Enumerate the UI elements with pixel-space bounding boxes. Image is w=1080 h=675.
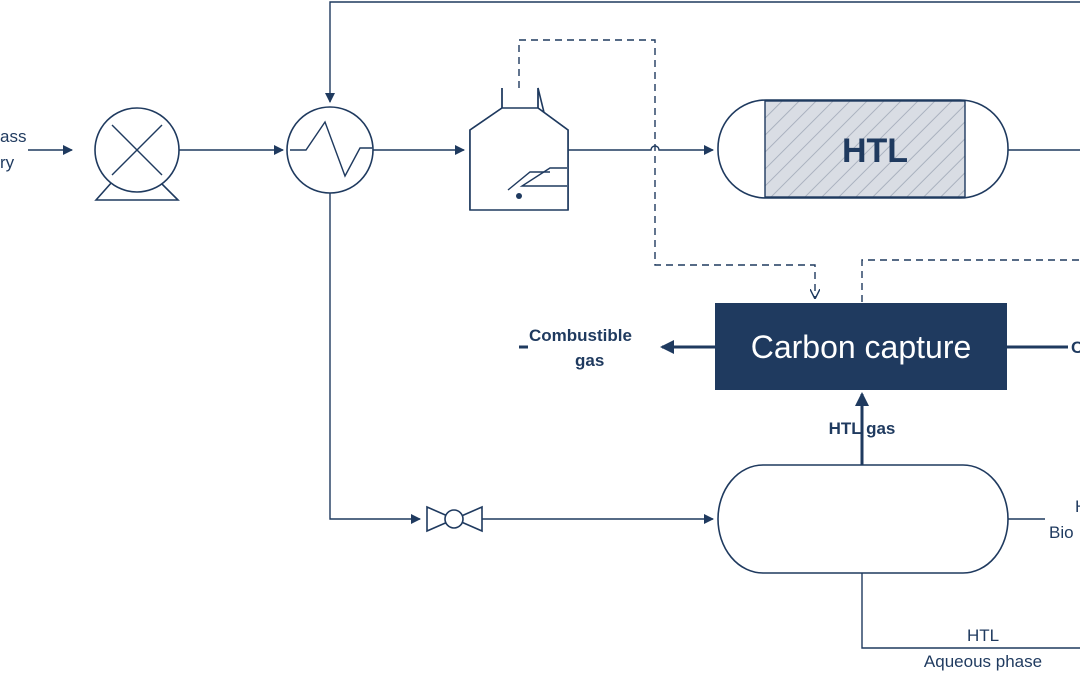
pump-icon [94, 107, 180, 201]
feed-label-line1: ass [0, 127, 26, 146]
fired-heater-icon [469, 87, 569, 211]
carbon-capture-unit [715, 303, 1007, 390]
valve-icon [426, 505, 483, 533]
aqueous-outlet-line [861, 573, 1080, 649]
separator-vessel [717, 464, 1009, 574]
reactor-label: HTL [842, 132, 908, 170]
biocrude-label-line2: Bio [1049, 523, 1074, 542]
heat-exchanger-icon [286, 106, 374, 194]
captured-co2-dashed-line [861, 259, 1080, 302]
co2-label: C [1071, 338, 1080, 357]
htl-gas-label: HTL gas [829, 419, 896, 438]
cooled-effluent-line [329, 193, 421, 524]
recycle-line [325, 1, 1080, 103]
combustible-gas-label-line1: Combustible [529, 326, 632, 345]
aqueous-label-line2: Aqueous phase [924, 652, 1042, 671]
flue-gas-line [518, 39, 815, 298]
htl-reactor [717, 99, 1009, 199]
carbon-capture-label: Carbon capture [751, 329, 972, 365]
combustible-gas-label-line2: gas [575, 351, 604, 370]
feed-label-line2: ry [0, 153, 15, 172]
aqueous-label-line1: HTL [967, 626, 999, 645]
biocrude-label-line1: H [1075, 497, 1080, 516]
heater-outlet-line [568, 145, 714, 155]
